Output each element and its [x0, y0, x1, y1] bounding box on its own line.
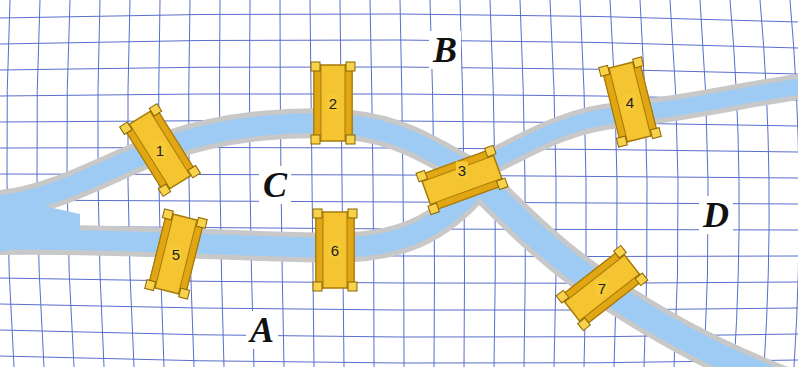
region-label: C [259, 166, 291, 204]
bridge-number: 3 [456, 162, 468, 179]
bridge [145, 209, 208, 299]
region-label: D [699, 196, 733, 234]
bridge [556, 245, 648, 330]
bridge [599, 57, 662, 147]
bridge [313, 209, 357, 291]
bridge-number: 4 [624, 94, 636, 111]
bridge [416, 145, 508, 214]
bridge-number: 6 [329, 242, 341, 259]
bridge-number: 5 [170, 246, 182, 263]
region-label: A [246, 311, 278, 349]
bridge-number: 1 [154, 142, 166, 159]
bridge-number: 2 [327, 95, 339, 112]
bridge [120, 104, 201, 197]
bridge-number: 7 [596, 280, 608, 297]
bridge [311, 62, 355, 144]
region-label: B [429, 31, 461, 69]
